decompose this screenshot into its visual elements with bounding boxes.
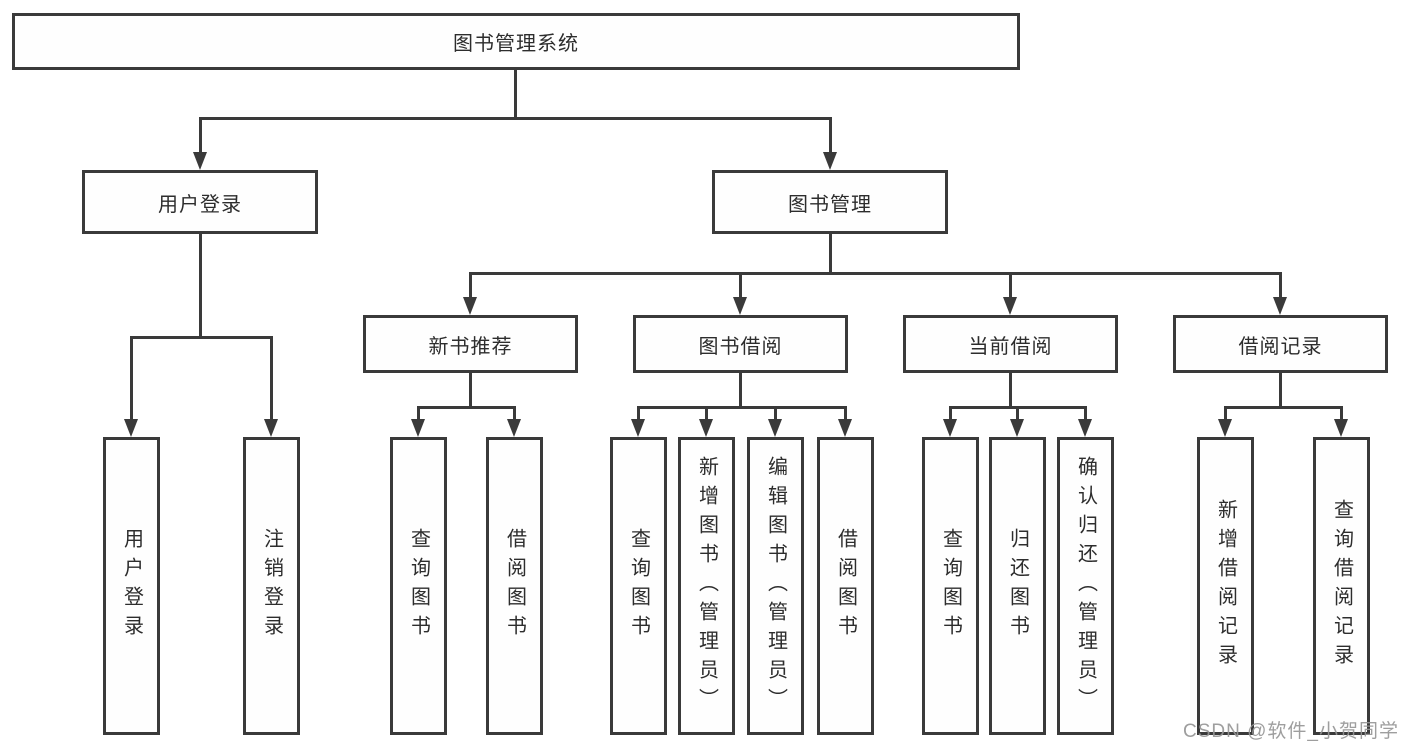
node-book-borrow: 图书借阅 <box>633 315 848 373</box>
node-leaf-current-borrow-0: 查询图书 <box>922 437 979 735</box>
edge-to-new-book <box>469 272 472 299</box>
leaf-label: 编辑图书（管理员） <box>764 455 787 717</box>
node-book-borrow-label: 图书借阅 <box>698 335 783 358</box>
edge-user-login-trunk <box>199 234 202 338</box>
edge-borrow-record-rail <box>1224 406 1343 409</box>
node-leaf-borrow-record-1: 查询借阅记录 <box>1313 437 1370 735</box>
node-book-mgmt-label: 图书管理 <box>788 193 872 216</box>
edge-borrow-record-trunk <box>1279 373 1282 408</box>
node-leaf-user-login-1: 注销登录 <box>243 437 300 735</box>
node-leaf-new-book-1: 借阅图书 <box>486 437 543 735</box>
arrowhead-icon <box>463 297 477 315</box>
leaf-label: 借阅图书 <box>834 528 857 644</box>
node-current-borrow-label: 当前借阅 <box>968 335 1053 358</box>
edge-new-book-rail <box>417 406 516 409</box>
edge-new-book-trunk <box>469 373 472 408</box>
arrowhead-icon <box>733 297 747 315</box>
node-current-borrow: 当前借阅 <box>903 315 1118 373</box>
leaf-label: 用户登录 <box>120 528 143 644</box>
edge-to-leaf-book-borrow-0 <box>637 406 640 421</box>
edge-to-leaf-new-book-0 <box>417 406 420 421</box>
edge-root-to-book-mgmt <box>829 117 832 153</box>
edge-to-leaf-book-borrow-1 <box>705 406 708 421</box>
edge-to-leaf-book-borrow-2 <box>774 406 777 421</box>
arrowhead-icon <box>1003 297 1017 315</box>
leaf-label: 查询图书 <box>407 528 430 644</box>
node-leaf-new-book-0: 查询图书 <box>390 437 447 735</box>
arrowhead-icon <box>631 419 645 437</box>
edge-to-leaf-new-book-1 <box>513 406 516 421</box>
arrowhead-icon <box>1078 419 1092 437</box>
leaf-label: 新增借阅记录 <box>1214 499 1237 673</box>
node-leaf-book-borrow-3: 借阅图书 <box>817 437 874 735</box>
edge-book-mgmt-trunk <box>829 234 832 274</box>
node-root: 图书管理系统 <box>12 13 1020 70</box>
arrowhead-icon <box>1010 419 1024 437</box>
node-root-label: 图书管理系统 <box>453 33 579 55</box>
leaf-label: 注销登录 <box>260 528 283 644</box>
edge-to-leaf-current-borrow-2 <box>1084 406 1087 421</box>
arrowhead-icon <box>768 419 782 437</box>
node-user-login: 用户登录 <box>82 170 318 234</box>
edge-book-mgmt-rail <box>469 272 1282 275</box>
node-book-mgmt: 图书管理 <box>712 170 948 234</box>
arrowhead-icon <box>1334 419 1348 437</box>
node-leaf-borrow-record-0: 新增借阅记录 <box>1197 437 1254 735</box>
arrowhead-icon <box>507 419 521 437</box>
edge-current-borrow-trunk <box>1009 373 1012 408</box>
node-borrow-record: 借阅记录 <box>1173 315 1388 373</box>
edge-root-rail <box>199 117 832 120</box>
node-leaf-current-borrow-1: 归还图书 <box>989 437 1046 735</box>
node-user-login-label: 用户登录 <box>158 193 242 216</box>
node-leaf-current-borrow-2: 确认归还（管理员） <box>1057 437 1114 735</box>
leaf-label: 借阅图书 <box>503 528 526 644</box>
edge-to-leaf-borrow-record-1 <box>1340 406 1343 421</box>
edge-root-trunk <box>514 70 517 118</box>
arrowhead-icon <box>943 419 957 437</box>
edge-to-leaf-borrow-record-0 <box>1224 406 1227 421</box>
node-leaf-book-borrow-1: 新增图书（管理员） <box>678 437 735 735</box>
leaf-label: 查询图书 <box>627 528 650 644</box>
arrowhead-icon <box>193 152 207 170</box>
arrowhead-icon <box>838 419 852 437</box>
node-new-book: 新书推荐 <box>363 315 578 373</box>
arrowhead-icon <box>264 419 278 437</box>
edge-to-borrow-record <box>1279 272 1282 299</box>
edge-to-leaf-user-login-0 <box>130 336 133 420</box>
leaf-label: 新增图书（管理员） <box>695 455 718 717</box>
leaf-label: 确认归还（管理员） <box>1074 455 1097 717</box>
leaf-label: 查询图书 <box>939 528 962 644</box>
arrowhead-icon <box>699 419 713 437</box>
watermark: CSDN @软件_小贺同学 <box>1183 721 1399 742</box>
edge-to-leaf-current-borrow-1 <box>1016 406 1019 421</box>
edge-book-borrow-rail <box>637 406 847 409</box>
leaf-label: 归还图书 <box>1006 528 1029 644</box>
edge-book-borrow-trunk <box>739 373 742 408</box>
leaf-label: 查询借阅记录 <box>1330 499 1353 673</box>
arrowhead-icon <box>1273 297 1287 315</box>
arrowhead-icon <box>124 419 138 437</box>
arrowhead-icon <box>1218 419 1232 437</box>
edge-to-leaf-user-login-1 <box>270 336 273 420</box>
node-leaf-book-borrow-2: 编辑图书（管理员） <box>747 437 804 735</box>
arrowhead-icon <box>823 152 837 170</box>
node-leaf-book-borrow-0: 查询图书 <box>610 437 667 735</box>
edge-root-to-user-login <box>199 117 202 153</box>
node-leaf-user-login-0: 用户登录 <box>103 437 160 735</box>
edge-to-current-borrow <box>1009 272 1012 299</box>
arrowhead-icon <box>411 419 425 437</box>
edge-user-login-rail <box>130 336 273 339</box>
edge-to-leaf-current-borrow-0 <box>949 406 952 421</box>
edge-to-book-borrow <box>739 272 742 299</box>
edge-to-leaf-book-borrow-3 <box>844 406 847 421</box>
node-borrow-record-label: 借阅记录 <box>1238 335 1323 358</box>
node-new-book-label: 新书推荐 <box>428 335 513 358</box>
